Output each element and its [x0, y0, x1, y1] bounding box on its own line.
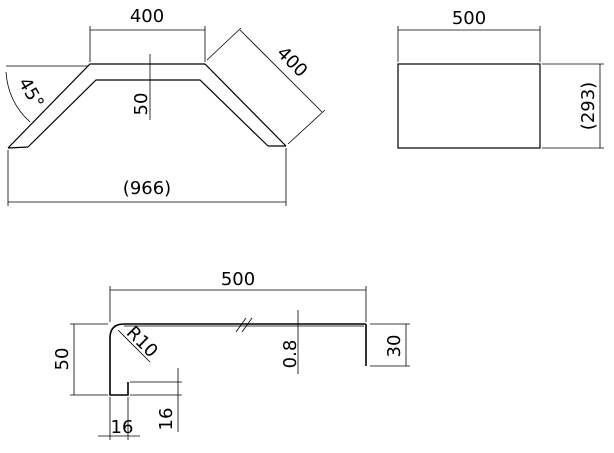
dim-400-top-label: 400 [130, 6, 164, 27]
dim-08-label: 0.8 [280, 340, 301, 369]
rectangle-outline [397, 63, 541, 149]
trapezoid-left-cap [7, 146, 29, 149]
section-profile [109, 323, 366, 396]
dim-50-sec-label: 50 [52, 348, 73, 371]
dim-16-v-label: 16 [156, 408, 177, 431]
dim-r10-label: R10 [122, 322, 162, 362]
section-view: 500 50 R10 0.8 30 16 16 [52, 269, 410, 440]
rectangle-view: 500 (293) [397, 8, 604, 149]
dim-16-h-label: 16 [111, 417, 134, 438]
dim-400-slant-ext-bottom [287, 109, 326, 145]
dim-400-slant-ext-top [206, 27, 242, 61]
dim-400-slant-line [239, 29, 323, 113]
dim-500-rect-label: 500 [452, 8, 486, 29]
dim-50-label: 50 [131, 93, 152, 116]
dim-500-sec-label: 500 [221, 269, 255, 290]
trapezoid-outer-outline [7, 63, 287, 149]
dim-966-label: (966) [123, 178, 171, 199]
dim-293-label: (293) [578, 82, 599, 130]
break-mark-2 [241, 317, 253, 333]
dim-400-slant-label: 400 [272, 43, 311, 82]
dim-45-arc [5, 71, 31, 123]
dim-r10-leader [117, 329, 151, 363]
trapezoid-inner-outline [27, 79, 269, 148]
dim-30-label: 30 [384, 335, 405, 358]
break-mark-1 [235, 317, 247, 333]
trapezoid-view: 400 400 45° 50 (966) [5, 6, 326, 206]
dim-45-label: 45° [14, 74, 48, 112]
